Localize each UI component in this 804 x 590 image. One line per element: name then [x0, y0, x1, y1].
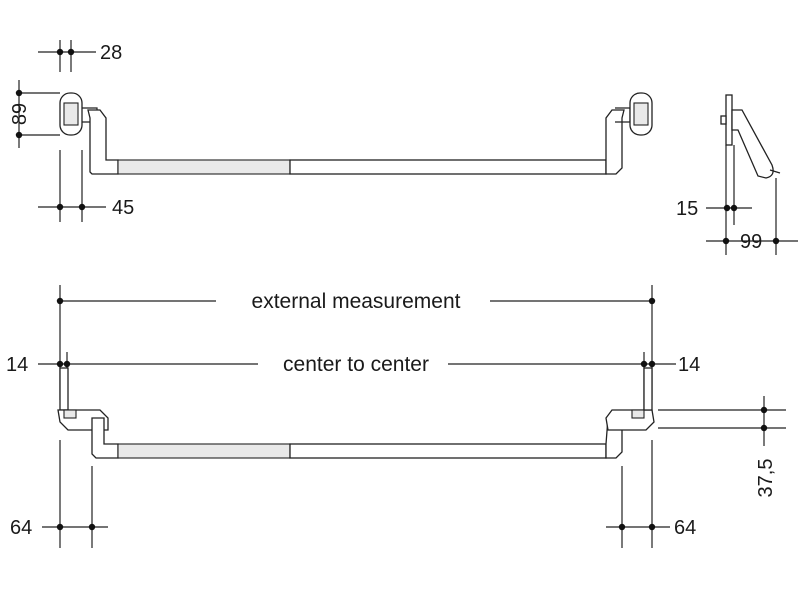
dimension-15: 15: [676, 145, 752, 225]
side-view: [720, 94, 781, 179]
label-center-to-center: center to center: [283, 353, 429, 376]
dimension-64-left: 64: [10, 440, 108, 548]
dimension-89: 89: [9, 80, 60, 148]
right-mount-block: [633, 102, 649, 126]
label-15: 15: [676, 198, 698, 220]
label-37-5: 37,5: [755, 459, 777, 498]
left-arm: [87, 109, 119, 175]
label-14-left: 14: [6, 354, 28, 376]
side-wall-plate: [725, 94, 733, 146]
label-64-right: 64: [674, 517, 696, 539]
bottom-rail-grip-sleeve: [117, 443, 291, 459]
right-flange: [643, 367, 653, 411]
rail-grip-sleeve: [117, 159, 291, 175]
left-foot-block: [63, 409, 77, 419]
label-external-measurement: external measurement: [252, 290, 461, 313]
dimension-28: 28: [38, 40, 122, 72]
label-99: 99: [740, 231, 762, 253]
label-89: 89: [9, 103, 31, 125]
dimension-37-5: 37,5: [658, 396, 786, 497]
bottom-plan-view: [57, 367, 655, 459]
bottom-rail-bar: [289, 443, 607, 459]
left-mount-block: [63, 102, 79, 126]
dimension-45: 45: [38, 150, 134, 222]
side-screw-head: [720, 115, 727, 125]
dimension-64-right: 64: [606, 440, 696, 548]
label-45: 45: [112, 197, 134, 219]
label-64-left: 64: [10, 517, 32, 539]
top-front-view: [59, 92, 653, 175]
dimension-99: 99: [706, 178, 798, 255]
label-14-right: 14: [678, 354, 700, 376]
left-flange: [59, 367, 69, 411]
right-foot: [605, 409, 655, 431]
rail-bar: [289, 159, 607, 175]
label-28: 28: [100, 42, 122, 64]
dimension-center: center to center 14 14: [6, 352, 700, 410]
right-arm: [605, 109, 625, 175]
dimension-external: external measurement: [56, 285, 656, 400]
right-foot-block: [631, 409, 645, 419]
side-arm: [731, 109, 774, 179]
